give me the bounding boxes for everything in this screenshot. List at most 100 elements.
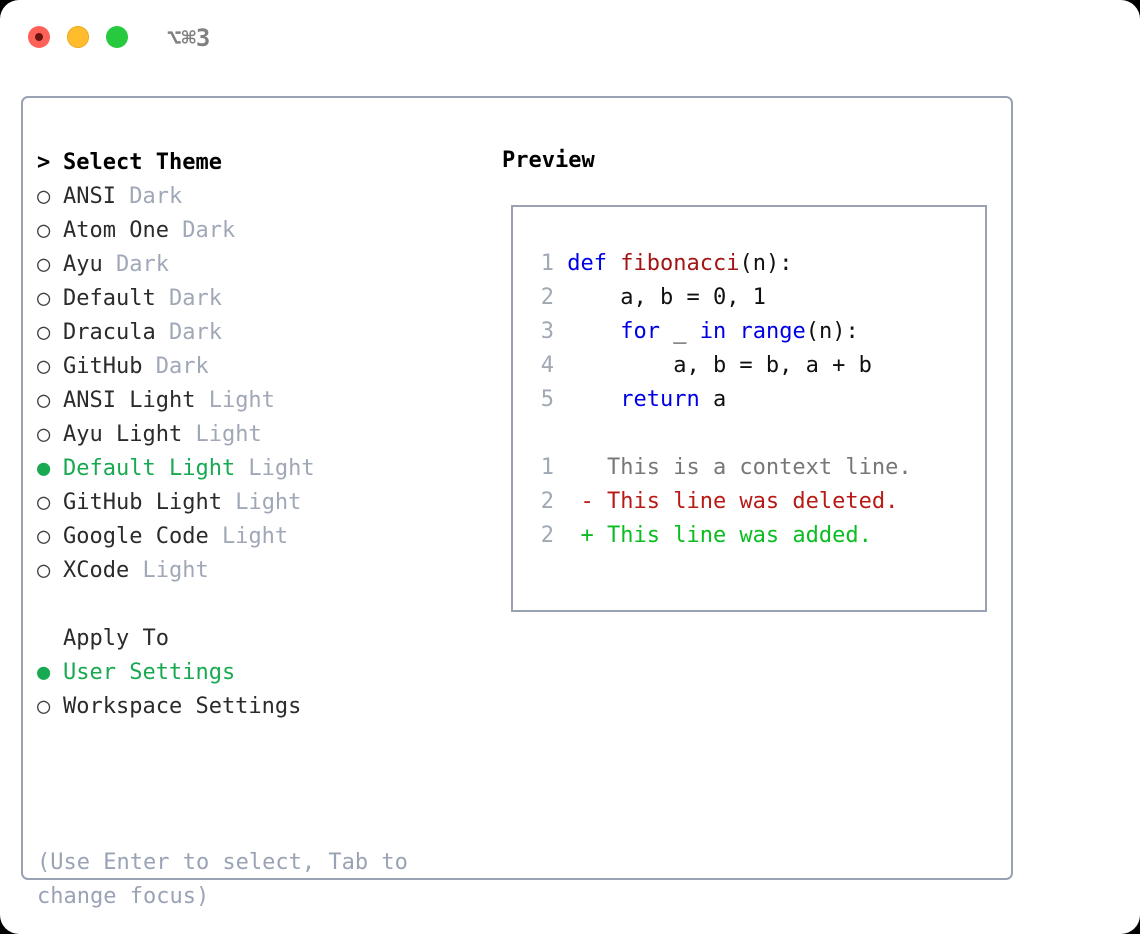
- theme-option-row[interactable]: ○ Dracula Dark: [37, 316, 477, 350]
- code-token: [726, 319, 739, 344]
- theme-option-name: Google Code: [63, 524, 209, 549]
- diff-line-text: - This line was deleted.: [554, 489, 899, 514]
- theme-options-list[interactable]: ○ANSI Dark○Atom One Dark○Ayu Dark○Defaul…: [37, 180, 477, 588]
- theme-option-category: Dark: [115, 184, 183, 209]
- code-token: for: [620, 319, 660, 344]
- theme-option-name: Ayu: [63, 252, 103, 277]
- theme-option-category: Dark: [168, 218, 236, 243]
- theme-option-row[interactable]: ○ Ayu Dark: [37, 248, 477, 282]
- code-token: (n):: [805, 319, 859, 344]
- theme-option-category: Light: [129, 558, 209, 583]
- theme-option-category: Dark: [155, 320, 222, 345]
- radio-selected-icon: ●: [37, 660, 51, 685]
- theme-option-name: ANSI Light: [63, 388, 196, 413]
- theme-list-column: >Select Theme ○ANSI Dark○Atom One Dark○A…: [37, 146, 477, 724]
- diff-line: 2 - This line was deleted.: [530, 485, 912, 519]
- code-line-number: 3: [540, 319, 554, 344]
- code-token: [567, 319, 620, 344]
- apply-to-options-list[interactable]: ● User Settings ○Workspace Settings: [37, 656, 477, 724]
- code-token: fibonacci: [620, 251, 740, 276]
- code-token: range: [739, 319, 806, 344]
- preview-heading: Preview: [502, 148, 595, 173]
- close-window-button[interactable]: [28, 26, 50, 48]
- diff-line-number: 1: [540, 455, 554, 480]
- heading-caret-icon: >: [37, 150, 51, 175]
- code-token: _: [659, 319, 700, 344]
- apply-to-option-name: User Settings: [63, 660, 236, 685]
- theme-option-row[interactable]: ● Default Light Light: [37, 452, 477, 486]
- theme-option-name: Atom One: [63, 218, 169, 243]
- diff-line: 1 This is a context line.: [530, 451, 912, 485]
- code-line: 3 for _ in range(n):: [530, 315, 912, 349]
- radio-unselected-icon: ○: [37, 422, 51, 447]
- code-diff-gap: [530, 417, 912, 451]
- code-token: in: [699, 319, 727, 344]
- theme-option-name: ANSI: [63, 184, 116, 209]
- code-line: 4 a, b = b, a + b: [530, 349, 912, 383]
- theme-option-name: Dracula: [63, 320, 156, 345]
- code-token: (n):: [739, 251, 793, 276]
- theme-option-category: Dark: [102, 252, 169, 277]
- keyboard-shortcut-label: ⌥⌘3: [167, 24, 211, 52]
- theme-option-name: GitHub Light: [63, 490, 222, 515]
- title-bar: ⌥⌘3: [0, 0, 1140, 78]
- apply-to-label: Apply To: [63, 626, 169, 651]
- theme-option-name: Ayu Light: [63, 422, 183, 447]
- theme-option-row[interactable]: ○Default Dark: [37, 282, 477, 316]
- radio-unselected-icon: ○: [37, 524, 51, 549]
- radio-unselected-icon: ○: [37, 252, 51, 277]
- apply-to-option-row[interactable]: ● User Settings: [37, 656, 477, 690]
- theme-option-row[interactable]: ○ ANSI Dark: [37, 180, 477, 214]
- theme-option-row[interactable]: ○ GitHub Dark: [37, 350, 477, 384]
- radio-unselected-icon: ○: [37, 286, 51, 311]
- radio-unselected-icon: ○: [37, 490, 51, 515]
- code-line: 5 return a: [530, 383, 912, 417]
- radio-unselected-icon: ○: [37, 388, 51, 413]
- theme-option-category: Light: [235, 456, 315, 481]
- radio-unselected-icon: ○: [37, 320, 51, 345]
- theme-list-heading: >Select Theme: [37, 146, 477, 180]
- theme-option-category: Light: [182, 422, 262, 447]
- theme-option-name: Default: [63, 286, 156, 311]
- apply-to-label-row: ○Apply To: [37, 622, 477, 656]
- theme-option-row[interactable]: ○GitHub Light Light: [37, 486, 477, 520]
- theme-option-name: Default Light: [63, 456, 236, 481]
- radio-unselected-icon: ○: [37, 184, 51, 209]
- theme-option-row[interactable]: ○Google Code Light: [37, 520, 477, 554]
- code-token: a, b = b, a + b: [567, 353, 872, 378]
- section-spacer: [37, 588, 477, 622]
- code-line: 2 a, b = 0, 1: [530, 281, 912, 315]
- apply-to-indent: ○: [37, 622, 63, 656]
- radio-selected-icon: ●: [37, 456, 51, 481]
- code-line-number: 1: [540, 251, 554, 276]
- code-line-number: 4: [540, 353, 554, 378]
- theme-option-category: Light: [195, 388, 275, 413]
- diff-line-text: + This line was added.: [554, 523, 872, 548]
- code-line-number: 5: [540, 387, 554, 412]
- theme-option-name: GitHub: [63, 354, 143, 379]
- preview-column: Preview: [502, 146, 595, 176]
- radio-unselected-icon: ○: [37, 558, 51, 583]
- theme-option-row[interactable]: ○Atom One Dark: [37, 214, 477, 248]
- theme-option-category: Dark: [142, 354, 209, 379]
- code-token: return: [620, 387, 700, 412]
- code-token: [567, 387, 620, 412]
- minimize-window-button[interactable]: [67, 26, 89, 48]
- diff-line-number: 2: [540, 523, 554, 548]
- apply-to-option-row[interactable]: ○Workspace Settings: [37, 690, 477, 724]
- theme-option-row[interactable]: ○ Ayu Light Light: [37, 418, 477, 452]
- theme-option-row[interactable]: ○ ANSI Light Light: [37, 384, 477, 418]
- diff-line-text: This is a context line.: [554, 455, 912, 480]
- code-token: def: [567, 251, 621, 276]
- code-token: a, b = 0, 1: [567, 285, 766, 310]
- maximize-window-button[interactable]: [106, 26, 128, 48]
- radio-unselected-icon: ○: [37, 354, 51, 379]
- theme-option-row[interactable]: ○ XCode Light: [37, 554, 477, 588]
- theme-option-name: XCode: [63, 558, 130, 583]
- apply-to-option-name: Workspace Settings: [63, 694, 302, 719]
- main-panel: >Select Theme ○ANSI Dark○Atom One Dark○A…: [21, 96, 1013, 909]
- diff-line: 2 + This line was added.: [530, 519, 912, 553]
